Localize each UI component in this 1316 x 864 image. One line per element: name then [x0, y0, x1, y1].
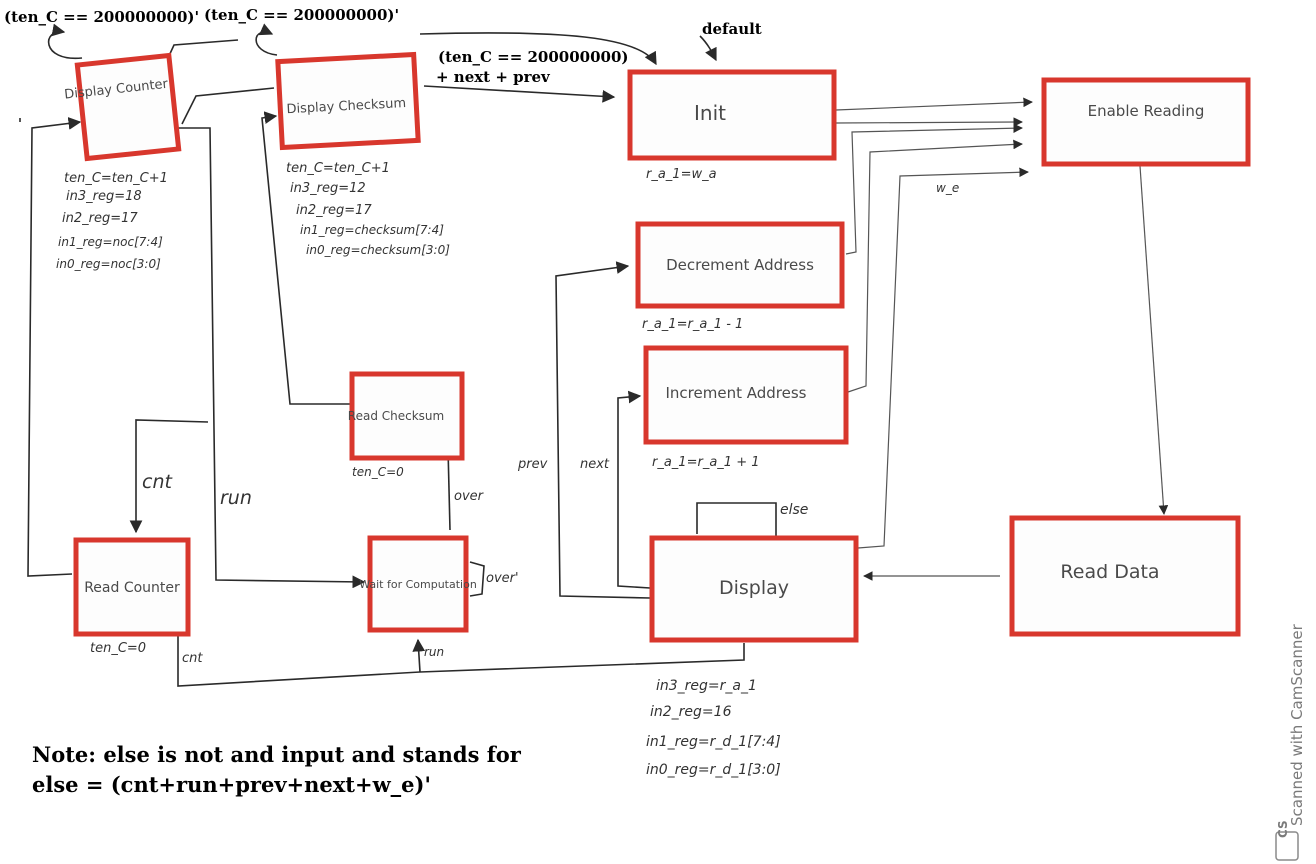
transition-label-ten-c-not-2: (ten_C == 200000000)': [204, 6, 399, 24]
action-increment: r_a_1=r_a_1 + 1: [652, 455, 760, 470]
action-line: in1_reg=noc[7:4]: [58, 235, 163, 249]
transition-label-default: default: [702, 20, 762, 38]
action-line: in2_reg=17: [296, 203, 372, 218]
action-line: ten_C=ten_C+1: [286, 161, 390, 176]
state-decrement-address: Decrement Address: [635, 221, 845, 309]
transition-label-over: over: [454, 489, 485, 504]
state-display-checksum: Display Checksum: [275, 51, 421, 151]
state-label: Read Counter: [84, 580, 180, 596]
watermark-text: Scanned with CamScanner: [1288, 623, 1306, 826]
transition-wires: [19, 23, 1169, 687]
transition-label-next: next: [580, 457, 610, 472]
transition-label-cnt-bottom: cnt: [182, 651, 203, 666]
action-line: in3_reg=r_a_1: [656, 678, 757, 694]
note-line-2: else = (cnt+run+prev+next+w_e)': [32, 772, 431, 797]
state-display-counter: Display Counter: [64, 52, 182, 162]
transition-label-run: run: [220, 487, 252, 509]
action-decrement: r_a_1=r_a_1 - 1: [642, 317, 743, 332]
action-line: in3_reg=12: [290, 181, 366, 196]
state-increment-address: Increment Address: [643, 345, 849, 445]
actions-display-checksum: ten_C=ten_C+1 in3_reg=12 in2_reg=17 in1_…: [286, 161, 450, 257]
state-label: Read Data: [1060, 561, 1159, 583]
transition-label-cnt: cnt: [142, 471, 173, 493]
state-init: Init: [627, 69, 837, 161]
note-line-1: Note: else is not and input and stands f…: [32, 742, 522, 767]
transition-label-over-not: over': [486, 571, 519, 586]
transition-label-else: else: [780, 502, 808, 518]
action-read-checksum: ten_C=0: [352, 465, 404, 479]
state-read-data: Read Data: [1009, 515, 1241, 637]
transition-label-prev: prev: [517, 457, 548, 472]
action-line: in1_reg=r_d_1[7:4]: [646, 734, 781, 750]
action-line: in2_reg=17: [62, 211, 138, 226]
state-label: Read Checksum: [348, 409, 444, 423]
transition-label-w-e: w_e: [936, 181, 959, 195]
action-line: in0_reg=r_d_1[3:0]: [646, 762, 781, 778]
action-init: r_a_1=w_a: [646, 167, 717, 182]
state-label: Wait for Computation: [359, 578, 477, 591]
state-label: Display: [719, 577, 789, 599]
state-read-counter: Read Counter: [73, 537, 191, 637]
state-read-checksum: Read Checksum: [348, 371, 465, 461]
state-label: Decrement Address: [666, 256, 814, 274]
state-display: Display: [649, 535, 859, 643]
action-line: in2_reg=16: [650, 704, 732, 720]
state-label: Enable Reading: [1088, 102, 1205, 120]
state-label: Init: [694, 101, 726, 125]
transition-label-ten-c: (ten_C == 200000000): [438, 48, 629, 66]
transition-label-ten-c-not-1: (ten_C == 200000000)': [4, 8, 199, 26]
actions-display: in3_reg=r_a_1 in2_reg=16 in1_reg=r_d_1[7…: [646, 678, 781, 778]
action-line: in3_reg=18: [66, 189, 142, 204]
transition-label-run-bottom: run: [424, 645, 444, 659]
action-line: in0_reg=noc[3:0]: [56, 257, 161, 271]
state-enable-reading: Enable Reading: [1041, 77, 1251, 167]
actions-display-counter: ten_C=ten_C+1 in3_reg=18 in2_reg=17 in1_…: [56, 171, 168, 271]
action-line: in1_reg=checksum[7:4]: [300, 223, 444, 237]
action-line: in0_reg=checksum[3:0]: [306, 243, 450, 257]
transition-label-next-prev: + next + prev: [436, 68, 551, 86]
svg-text:CS: CS: [1276, 820, 1290, 838]
action-read-counter: ten_C=0: [90, 641, 146, 656]
state-label: Increment Address: [666, 384, 807, 402]
action-line: ten_C=ten_C+1: [64, 171, 168, 186]
state-wait-for-computation: Wait for Computation: [359, 535, 477, 633]
camscanner-logo-icon: CS: [1275, 820, 1299, 861]
state-label: Display Checksum: [286, 96, 406, 117]
